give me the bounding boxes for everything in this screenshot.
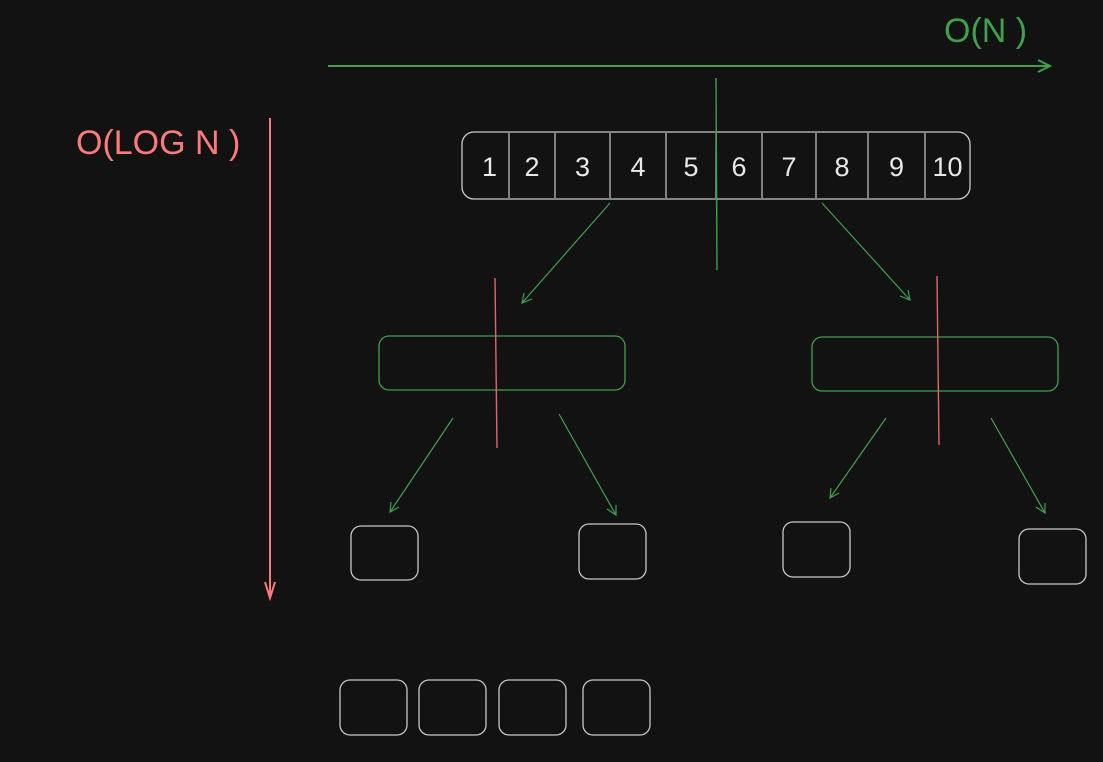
split-line-right bbox=[936, 275, 940, 446]
arrow-array-to-right-half bbox=[821, 202, 911, 301]
array-cell-8: 8 bbox=[834, 152, 849, 182]
leaf-box-2 bbox=[418, 679, 487, 736]
arrow-array-to-left-half bbox=[521, 202, 611, 304]
arrow-left-to-quarter-1 bbox=[389, 417, 454, 513]
array-dividers bbox=[508, 133, 926, 198]
quarter-box-2 bbox=[578, 523, 647, 580]
split-line-top bbox=[715, 77, 718, 271]
array-cell-5: 5 bbox=[683, 152, 698, 182]
array-cell-2: 2 bbox=[524, 152, 539, 182]
leaf-box-3 bbox=[498, 679, 567, 736]
vertical-axis-label: O(LOG N ) bbox=[76, 124, 241, 162]
array-cell-1: 1 bbox=[482, 152, 497, 182]
array-cell-4: 4 bbox=[630, 152, 645, 182]
right-half-box bbox=[811, 336, 1059, 392]
quarter-box-4 bbox=[1018, 528, 1087, 585]
array-cell-3: 3 bbox=[575, 152, 590, 182]
leaf-box-1 bbox=[339, 679, 408, 736]
quarter-box-3 bbox=[782, 521, 851, 578]
quarter-box-1 bbox=[350, 525, 419, 581]
array-cell-9: 9 bbox=[889, 152, 904, 182]
arrow-left-to-quarter-2 bbox=[558, 413, 617, 516]
array-cell-10: 10 bbox=[932, 152, 962, 182]
array-cell-6: 6 bbox=[731, 152, 746, 182]
horizontal-axis-label: O(N ) bbox=[944, 12, 1028, 50]
arrow-right-to-quarter-4 bbox=[990, 417, 1046, 514]
array-cell-7: 7 bbox=[781, 152, 796, 182]
arrow-right-to-quarter-3 bbox=[829, 417, 887, 499]
split-line-left bbox=[494, 277, 498, 449]
left-half-box bbox=[378, 335, 626, 391]
leaf-box-4 bbox=[582, 679, 651, 736]
